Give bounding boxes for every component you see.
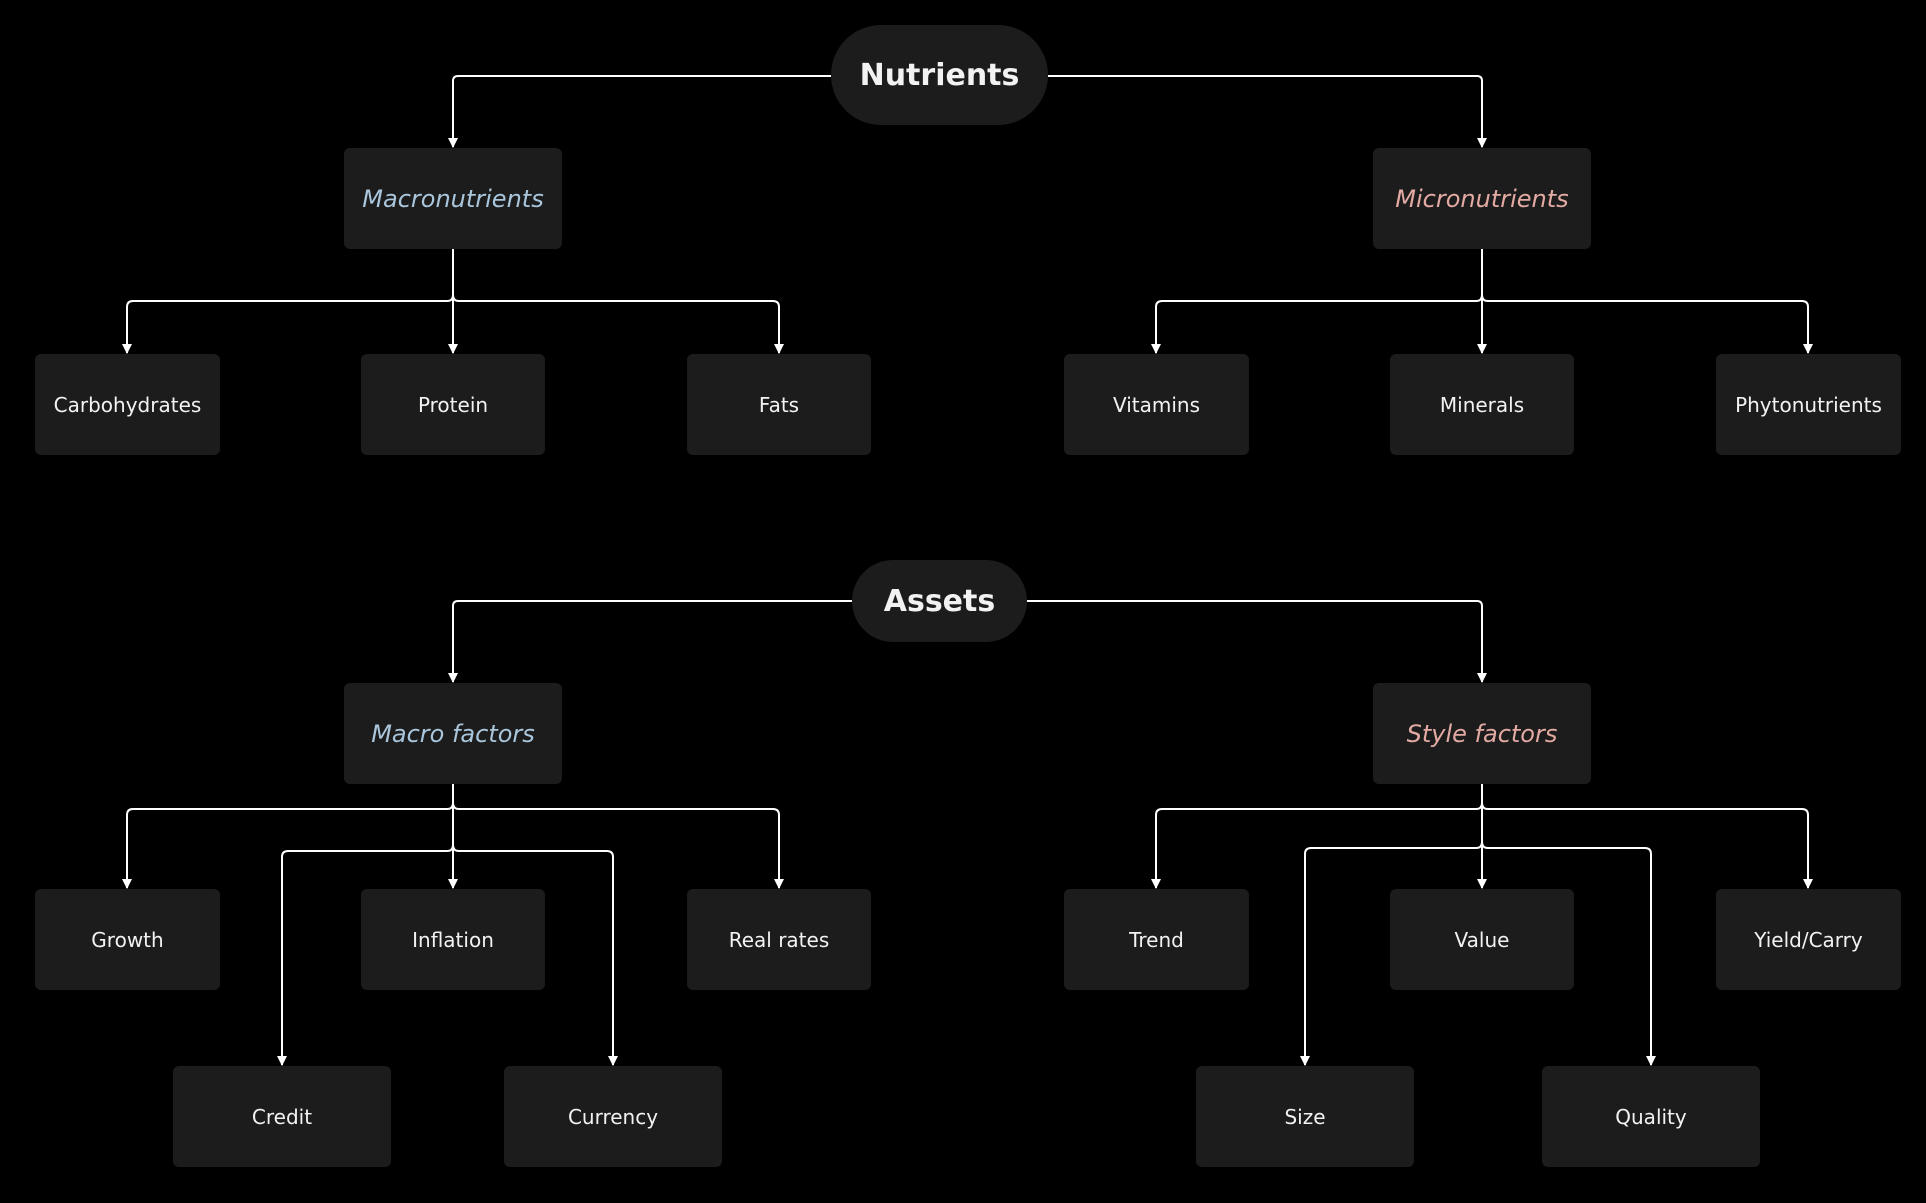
connector-micronutrients-phytonutrients xyxy=(1481,249,1813,354)
macro-factors-node: Macro factors xyxy=(344,683,562,784)
connector-style-quality xyxy=(1481,784,1656,1066)
connector-assets-style-factors xyxy=(1027,600,1487,683)
carbohydrates-node: Carbohydrates xyxy=(35,354,220,455)
minerals-node: Minerals xyxy=(1390,354,1574,455)
value-node: Value xyxy=(1390,889,1574,990)
vitamins-node: Vitamins xyxy=(1064,354,1249,455)
fats-node: Fats xyxy=(687,354,871,455)
nutrients-root-node: Nutrients xyxy=(831,25,1048,125)
connector-nutrients-macro xyxy=(448,75,831,148)
inflation-node: Inflation xyxy=(361,889,545,990)
phytonutrients-node: Phytonutrients xyxy=(1716,354,1901,455)
size-node: Size xyxy=(1196,1066,1414,1167)
style-factors-node: Style factors xyxy=(1373,683,1591,784)
trend-node: Trend xyxy=(1064,889,1249,990)
yield-carry-node: Yield/Carry xyxy=(1716,889,1901,990)
connector-assets-macro-factors xyxy=(448,600,852,683)
real-rates-node: Real rates xyxy=(687,889,871,990)
currency-node: Currency xyxy=(504,1066,722,1167)
protein-node: Protein xyxy=(361,354,545,455)
connector-macro-currency xyxy=(452,784,618,1066)
micronutrients-node: Micronutrients xyxy=(1373,148,1591,249)
connector-macronutrients-fats xyxy=(452,249,784,354)
macronutrients-node: Macronutrients xyxy=(344,148,562,249)
quality-node: Quality xyxy=(1542,1066,1760,1167)
assets-root-node: Assets xyxy=(852,560,1027,642)
growth-node: Growth xyxy=(35,889,220,990)
credit-node: Credit xyxy=(173,1066,391,1167)
connector-nutrients-micro xyxy=(1048,75,1487,148)
